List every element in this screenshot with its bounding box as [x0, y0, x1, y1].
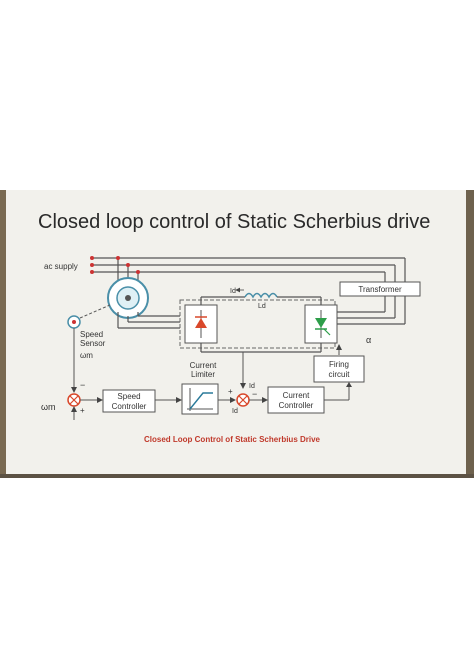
current-minus-sign: − [252, 389, 257, 399]
speed-minus-sign: − [80, 380, 85, 390]
current-controller-label-1: Current [283, 391, 310, 400]
transformer-box [339, 281, 421, 297]
dc-link-frame [179, 299, 336, 349]
slide-edge-right [466, 190, 474, 477]
ld-label: Ld [258, 303, 266, 310]
slide-edge-bottom [0, 474, 474, 478]
speed-controller-box [102, 389, 156, 413]
current-controller-label-2: Controller [279, 401, 314, 410]
current-limiter-label-2: Limiter [191, 370, 215, 379]
alpha-label: α [366, 335, 371, 345]
current-plus-sign: + [228, 387, 233, 396]
dc-link-wires [200, 292, 322, 353]
speed-sensor-label-1: Speed [80, 330, 103, 339]
id-star-label: Id [232, 408, 238, 415]
page-title: Closed loop control of Static Scherbius … [38, 211, 431, 233]
speed-controller-label-1: Speed [117, 392, 140, 401]
inverter-ac-leads [337, 296, 406, 325]
speed-plus-sign: + [80, 406, 85, 415]
firing-circuit-label-2: circuit [329, 370, 351, 379]
current-summing-junction-icon [236, 393, 250, 407]
omega-m-ref-label: ωm [41, 402, 56, 412]
omega-m-feedback-label: ωm [80, 351, 93, 360]
rectifier-diode-icon [195, 310, 207, 338]
transformer-label: Transformer [358, 285, 402, 294]
speed-controller-label-2: Controller [112, 402, 147, 411]
inverter-thyristor-icon [315, 310, 331, 338]
controller-to-firing-line [324, 383, 350, 401]
slide-background [0, 190, 474, 477]
diagram-caption: Closed Loop Control of Static Scherbius … [144, 435, 321, 444]
firing-circuit-box [313, 355, 365, 383]
firing-circuit-label-1: Firing [329, 360, 349, 369]
current-controller-box [267, 386, 325, 414]
current-limiter-label-1: Current [190, 361, 217, 370]
induction-motor-icon [107, 277, 149, 319]
speed-summing-junction-icon [67, 393, 81, 407]
id-label-feedback: Id [249, 383, 255, 390]
limiter-curve-icon [187, 388, 213, 411]
slide-edge-left [0, 190, 6, 477]
ac-supply-label: ac supply [44, 262, 78, 271]
supply-dots [90, 256, 140, 274]
rotor-leads [117, 312, 180, 329]
speed-sensor-label-2: Sensor [80, 339, 106, 348]
sensor-link [79, 304, 111, 319]
id-label-top: Id [230, 288, 236, 295]
